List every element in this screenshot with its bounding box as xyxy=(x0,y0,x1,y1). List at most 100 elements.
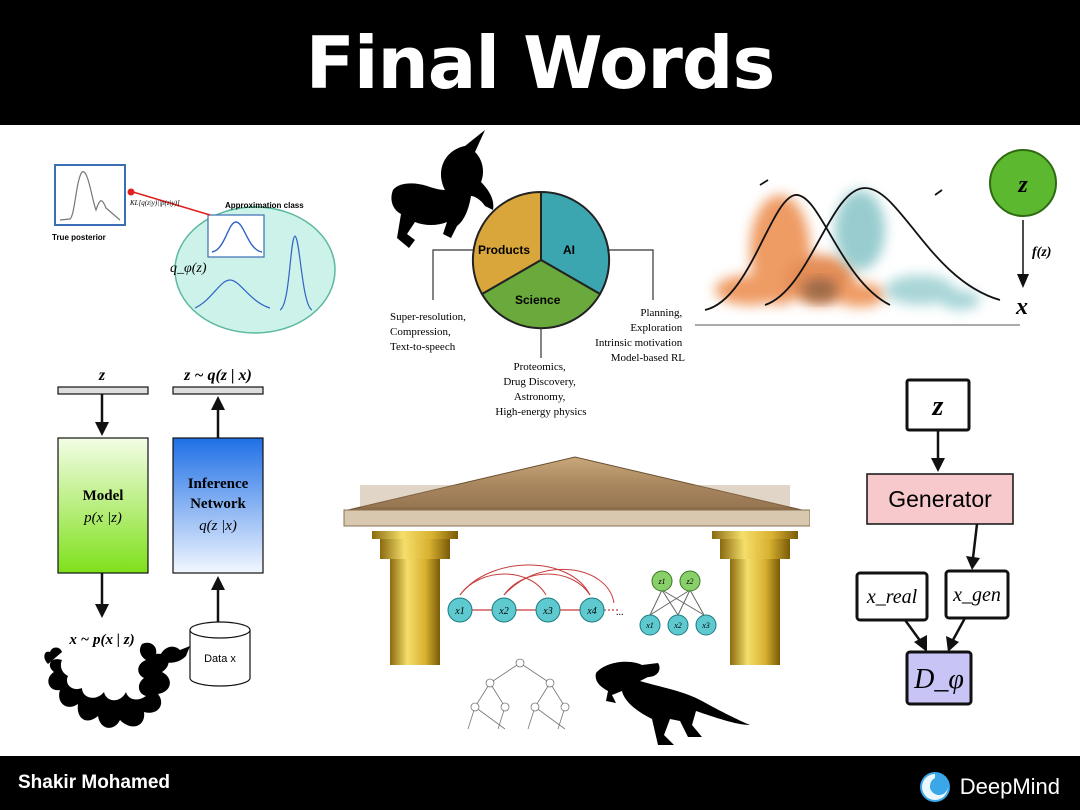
latent-edge-6 xyxy=(689,589,705,616)
inference-title-1: Inference xyxy=(188,476,249,492)
chain-model: x1 x2 x3 x4 ... xyxy=(447,564,624,623)
generator-to-xgen-arrow xyxy=(971,523,979,559)
title-bar: Final Words xyxy=(0,0,1080,125)
discriminator-box xyxy=(905,650,973,706)
posterior-output-bar xyxy=(172,386,264,395)
teal-density-cloud xyxy=(835,190,980,310)
model-title: Model xyxy=(83,488,124,504)
x-real-label: x_real xyxy=(866,586,918,608)
model-box xyxy=(57,437,149,574)
data-to-inference-arrowhead xyxy=(211,576,225,590)
latent-variable-model: z1 z2 x1 x2 x3 xyxy=(639,570,717,636)
vae-z-top-label: z xyxy=(98,367,106,384)
observed-node-x3 xyxy=(695,614,717,636)
connector-right xyxy=(609,249,654,300)
chain-node-x1 xyxy=(447,597,473,623)
bottom-applications: Proteomics, Drug Discovery, Astronomy, H… xyxy=(495,361,586,418)
latent-label-z2: z2 xyxy=(685,577,693,586)
xreal-to-discriminator-arrowhead xyxy=(914,635,927,652)
author-name: Shakir Mohamed xyxy=(18,772,171,793)
observed-node-x1 xyxy=(639,614,661,636)
dragon-icon xyxy=(44,642,190,728)
gan-diagram: z Generator x_real x_gen D_φ xyxy=(855,378,1014,706)
model-to-x-arrowhead xyxy=(95,604,109,618)
chain-label-x4: x4 xyxy=(586,606,596,617)
x-gen-box xyxy=(944,569,1010,620)
right-column xyxy=(712,531,798,665)
gan-z-label: z xyxy=(932,391,944,422)
latent-z-label: z xyxy=(1017,172,1028,198)
generator-label: Generator xyxy=(888,486,992,512)
brand-name: DeepMind xyxy=(959,774,1060,799)
inference-network-box xyxy=(172,437,264,574)
temple-pediment xyxy=(343,456,810,527)
pie-label-products: Products xyxy=(478,243,530,257)
pie-segment-products xyxy=(471,190,542,296)
brand: DeepMind xyxy=(918,770,1060,804)
xreal-to-discriminator-arrow xyxy=(903,619,923,643)
right-applications: Planning, Exploration Intrinsic motivati… xyxy=(595,307,685,364)
temple-graphical-models: x1 x2 x3 x4 ... z1 z2 x1 x2 x3 xyxy=(343,456,810,745)
t-rex-icon xyxy=(595,661,750,745)
inference-equation: q(z |x) xyxy=(199,518,237,534)
latent-edge-5 xyxy=(677,589,691,616)
chain-ellipsis: ... xyxy=(616,607,624,618)
posterior-approximation-diagram: True posterior Approximation class q_φ(z… xyxy=(52,164,336,334)
density-flow-diagram: z f(z) x xyxy=(695,149,1057,326)
left-applications: Super-resolution, Compression, Text-to-s… xyxy=(390,311,469,353)
left-column xyxy=(372,531,458,665)
observed-label-x2: x2 xyxy=(673,621,682,630)
chain-skip-edge-2 xyxy=(459,564,591,596)
x-gen-label: x_gen xyxy=(952,584,1001,606)
gaussian-curve-1 xyxy=(194,279,271,309)
inference-to-z-arrowhead xyxy=(211,396,225,410)
chain-node-x3 xyxy=(535,597,561,623)
chain-label-x2: x2 xyxy=(498,606,508,617)
generator-to-xgen-arrowhead xyxy=(966,556,980,570)
observed-label-x1: x1 xyxy=(645,621,654,630)
true-posterior-box xyxy=(54,164,126,226)
discriminator-label: D_φ xyxy=(913,664,964,695)
flow-arrow-head xyxy=(1017,274,1029,288)
inference-title-2: Network xyxy=(190,496,246,512)
x-real-box xyxy=(855,571,929,622)
kl-arrow-tip xyxy=(127,188,135,196)
density-tick-2 xyxy=(934,189,943,196)
density-tick-1 xyxy=(759,179,769,186)
z-to-model-arrowhead xyxy=(95,422,109,436)
generator-box xyxy=(866,473,1014,525)
density-curve-2 xyxy=(764,187,1001,306)
kl-arrow xyxy=(132,191,211,216)
latent-node-z2 xyxy=(679,570,701,592)
chain-skip-edge-4 xyxy=(503,568,615,604)
sample-equation: x ~ p(x | z) xyxy=(68,632,134,648)
z-input-bar xyxy=(57,386,149,395)
latent-label-z1: z1 xyxy=(657,577,665,586)
chain-skip-edge-1 xyxy=(459,573,547,596)
gaussian-curve-2 xyxy=(279,235,313,311)
data-label: Data x xyxy=(204,653,236,665)
connector-left xyxy=(432,249,473,300)
approximation-curve xyxy=(211,221,263,253)
posterior-top-label: z ~ q(z | x) xyxy=(183,367,252,384)
pie-segment-ai xyxy=(540,190,611,296)
true-posterior-curve xyxy=(59,171,121,221)
latent-edge-1 xyxy=(649,589,663,616)
xgen-to-discriminator-arrow xyxy=(951,617,967,641)
z-to-generator-arrowhead xyxy=(931,458,945,472)
observed-label-x3: x3 xyxy=(701,621,710,630)
xgen-to-discriminator-arrowhead xyxy=(946,636,959,652)
data-cylinder-icon xyxy=(189,621,251,687)
unicorn-icon xyxy=(391,130,494,248)
latent-z-node xyxy=(989,149,1057,217)
flow-f-label: f(z) xyxy=(1032,245,1051,260)
kl-label: KL[q(z|y)||p(z|y)] xyxy=(129,199,180,207)
footer-bar: Shakir Mohamed DeepMind xyxy=(0,756,1080,810)
observed-node-x2 xyxy=(667,614,689,636)
slide-title: Final Words xyxy=(305,20,776,105)
latent-edge-4 xyxy=(649,589,691,616)
chain-node-x2 xyxy=(491,597,517,623)
chain-skip-edge-3 xyxy=(503,573,591,596)
pie-label-ai: AI xyxy=(563,243,575,257)
true-posterior-label: True posterior xyxy=(52,233,106,242)
